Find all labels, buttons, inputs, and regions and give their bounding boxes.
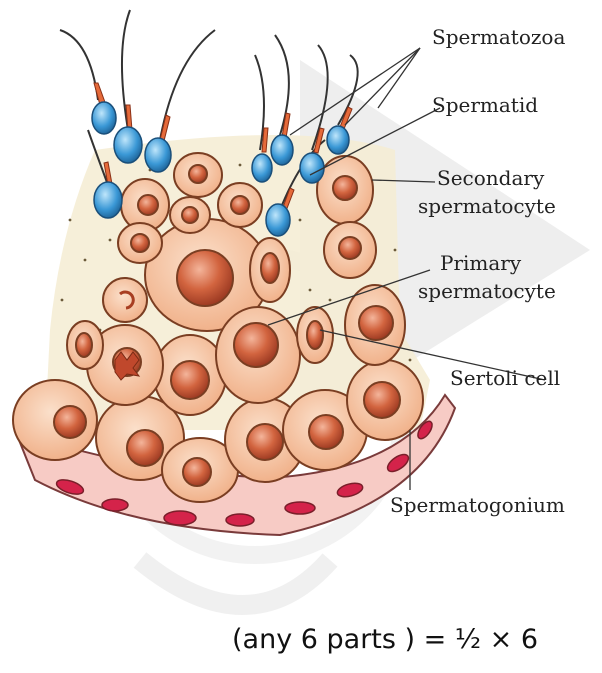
label-secondary-line2: spermatocyte xyxy=(418,194,556,218)
label-primary-line1: Primary xyxy=(440,251,522,275)
label-sertoli-cell: Sertoli cell xyxy=(450,366,560,390)
label-primary-line2: spermatocyte xyxy=(418,279,556,303)
label-spermatid: Spermatid xyxy=(432,93,538,117)
label-spermatogonium: Spermatogonium xyxy=(390,493,565,517)
marks-footer: (any 6 parts ) = ½ × 6 xyxy=(232,624,538,655)
label-spermatozoa: Spermatozoa xyxy=(432,25,565,49)
label-secondary-line1: Secondary xyxy=(437,166,545,190)
